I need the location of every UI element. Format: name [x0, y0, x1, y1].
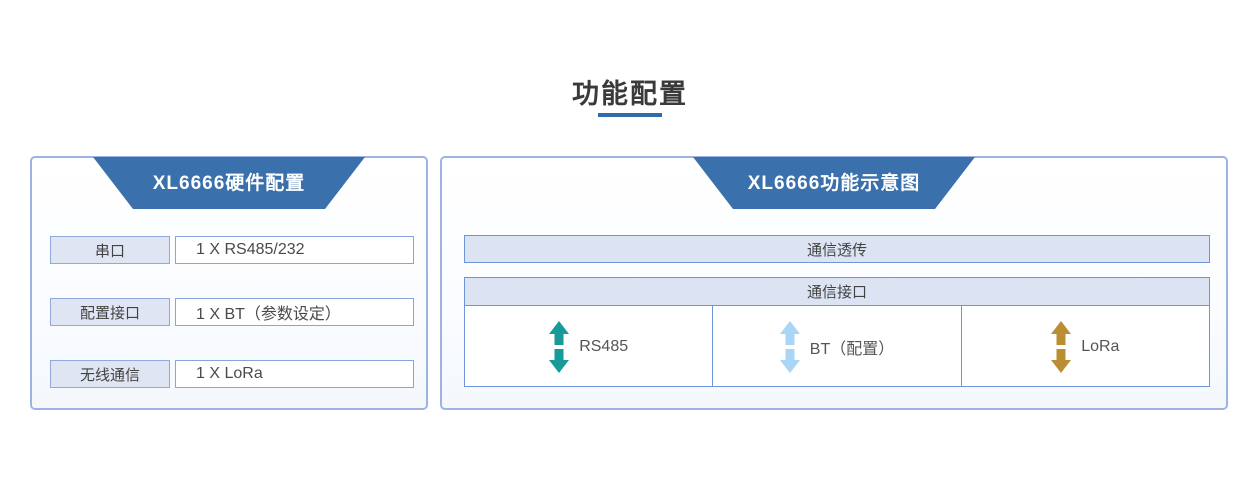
function-panel-header: XL6666功能示意图 — [693, 157, 975, 209]
function-panel-header-label: XL6666功能示意图 — [747, 172, 921, 194]
row-label-serial-port: 串口 — [50, 236, 170, 264]
title-underline — [598, 113, 662, 117]
transparent-transmission-bar: 通信透传 — [464, 235, 1210, 263]
hardware-panel-header-label: XL6666硬件配置 — [152, 172, 306, 194]
row-value-wireless-comm: 1 X LoRa — [175, 360, 414, 388]
table-row: 无线通信 1 X LoRa — [32, 360, 426, 388]
interface-cell-label: LoRa — [1081, 337, 1120, 355]
row-label-config-interface: 配置接口 — [50, 298, 170, 326]
hardware-panel-header: XL6666硬件配置 — [93, 157, 365, 209]
interface-cell-rs485: RS485 — [465, 306, 712, 387]
hardware-config-panel: XL6666硬件配置 串口 1 X RS485/232 配置接口 1 X BT（… — [30, 156, 428, 410]
row-value-serial-port: 1 X RS485/232 — [175, 236, 414, 264]
double-arrow-icon — [1051, 320, 1072, 373]
interface-cell-label: RS485 — [579, 337, 629, 355]
double-arrow-icon — [779, 320, 800, 373]
row-label-wireless-comm: 无线通信 — [50, 360, 170, 388]
interface-cell-bt: BT（配置） — [712, 306, 960, 387]
table-row: 配置接口 1 X BT（参数设定） — [32, 298, 426, 326]
communication-interface-body: RS485 BT（配置） LoRa — [465, 306, 1209, 387]
table-row: 串口 1 X RS485/232 — [32, 236, 426, 264]
interface-cell-lora: LoRa — [960, 306, 1209, 387]
page-title: 功能配置 — [572, 79, 688, 109]
communication-interface-box: 通信接口 RS485 BT（配置） — [464, 277, 1210, 387]
function-diagram-panel: XL6666功能示意图 通信透传 通信接口 RS485 BT（配置） — [440, 156, 1228, 410]
interface-cell-label: BT（配置） — [809, 340, 895, 358]
row-value-config-interface: 1 X BT（参数设定） — [175, 298, 414, 326]
communication-interface-header: 通信接口 — [465, 278, 1209, 306]
double-arrow-icon — [549, 320, 570, 373]
